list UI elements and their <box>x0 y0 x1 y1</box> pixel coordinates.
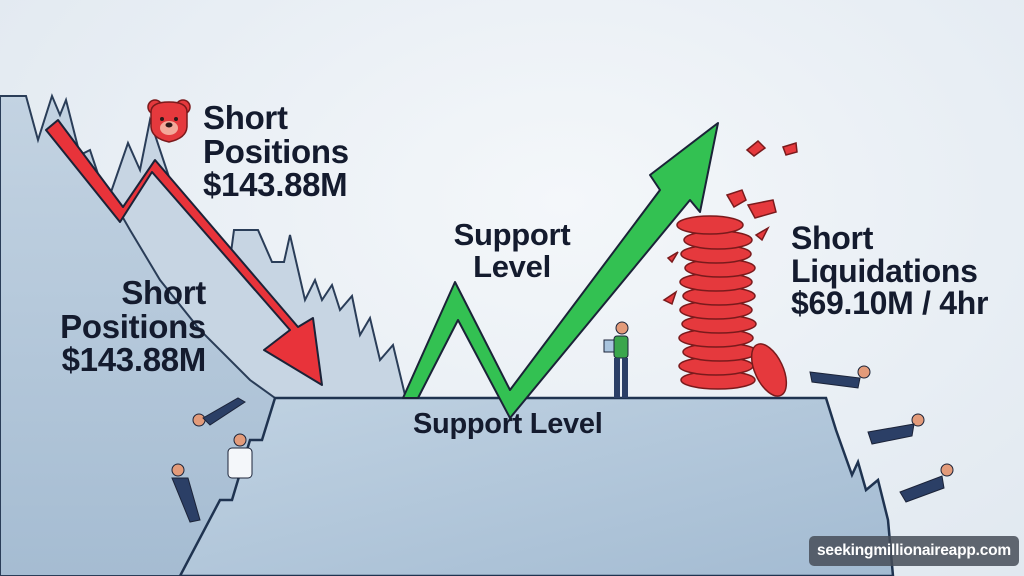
short-liquidations-label: Short Liquidations $69.10M / 4hr <box>791 220 989 322</box>
support-level-label-floor: Support Level <box>413 408 603 440</box>
coin-stack <box>662 139 798 397</box>
falling-businessmen-left <box>171 397 253 523</box>
analyst-with-tablet <box>603 321 629 398</box>
short-positions-label-left: Short Positions $143.88M <box>60 274 206 379</box>
support-level-label-middle: Support Level <box>453 217 571 284</box>
red-down-arrow <box>45 119 323 386</box>
watermark-link[interactable]: seekingmillionaireapp.com <box>809 536 1019 566</box>
falling-businessmen-right <box>809 365 954 503</box>
short-positions-label-top: Short Positions $143.88M <box>203 99 349 204</box>
green-up-arrow <box>402 122 719 419</box>
bear-icon <box>147 99 191 143</box>
